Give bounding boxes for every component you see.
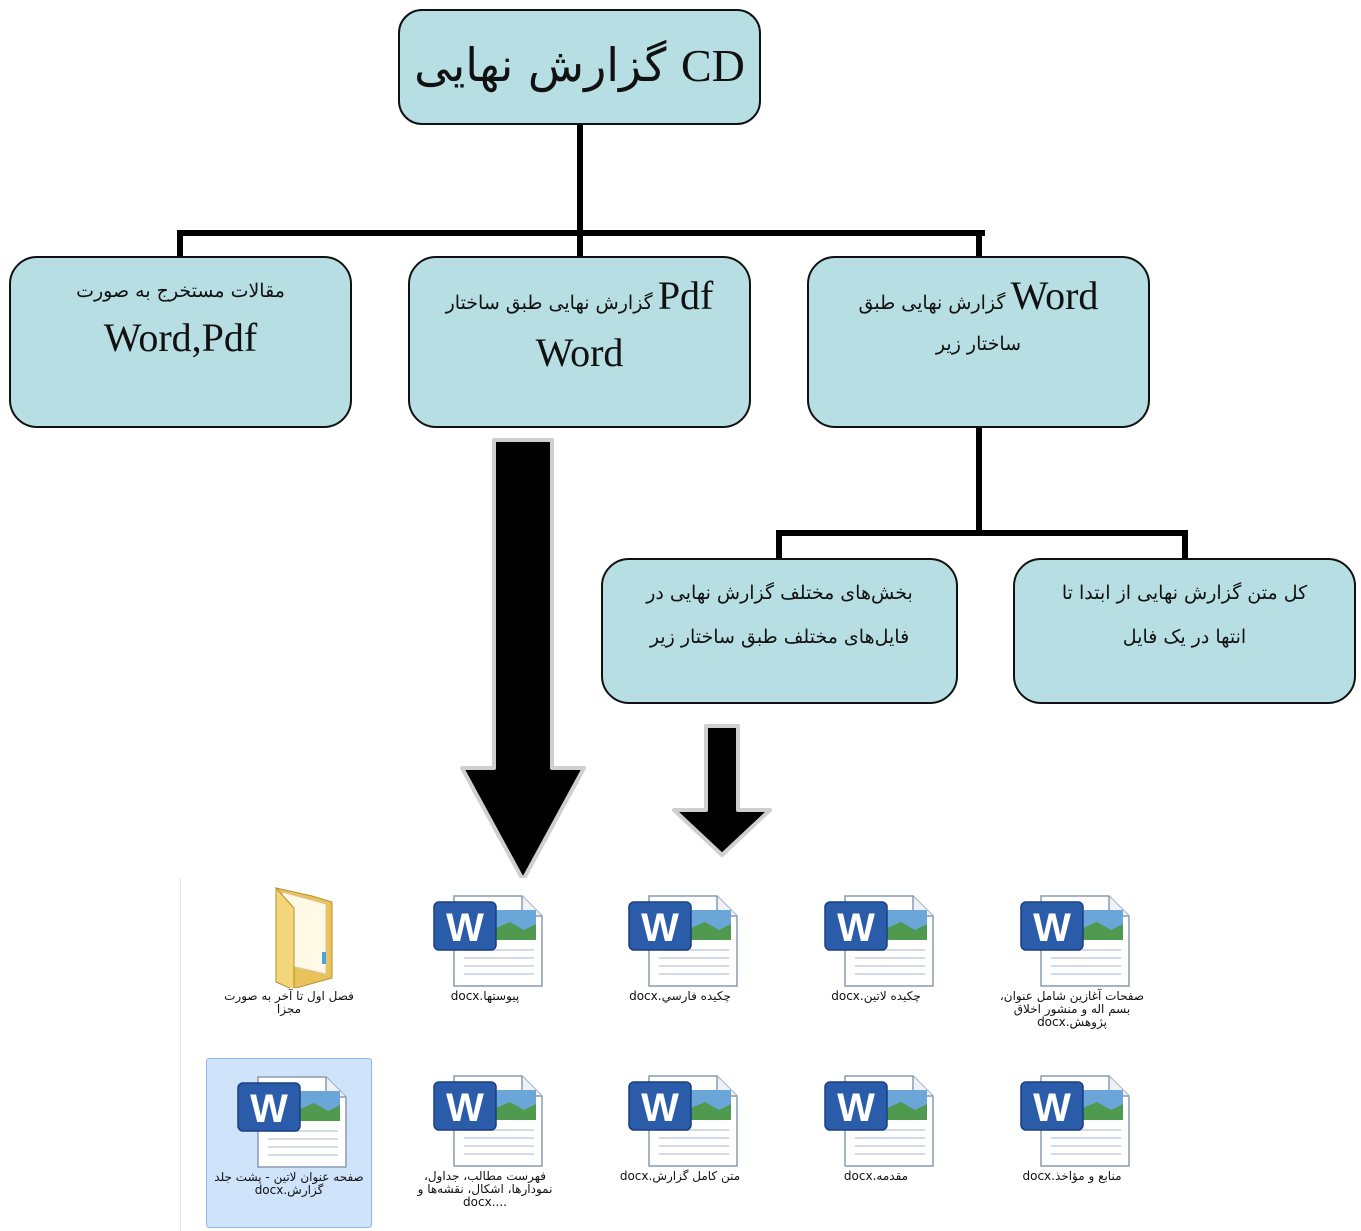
file-item[interactable]: W پیوستها.docx — [402, 878, 568, 1048]
word-doc-icon: W — [237, 1076, 347, 1168]
file-item[interactable]: W صفحات آغازین شامل عنوان، بسم اله و منش… — [989, 878, 1155, 1048]
word-doc-icon: W — [824, 895, 934, 987]
folder-icon — [275, 886, 333, 988]
word-doc-icon: W — [1020, 1075, 1130, 1167]
folder-item[interactable]: فصل اول تا آخر به صورت مجزا — [206, 878, 372, 1048]
whole-box: کل متن گزارش نهایی از ابتدا تا انتها در … — [1013, 558, 1356, 704]
word-doc-icon: W — [1020, 895, 1130, 987]
file-item[interactable]: W منابع و مؤاخذ.docx — [989, 1058, 1155, 1228]
file-name: مقدمه.docx — [843, 1169, 909, 1183]
whole-line1: کل متن گزارش نهایی از ابتدا تا — [1061, 582, 1308, 604]
word-doc-icon: W — [628, 1075, 738, 1167]
pdf-prefix: Pdf — [657, 273, 714, 318]
svg-text:W: W — [837, 906, 875, 950]
file-item[interactable]: W فهرست مطالب، جداول، نمودارها، اشکال، ن… — [402, 1058, 568, 1228]
parts-line1: بخش‌های مختلف گزارش نهایی در — [646, 582, 913, 604]
svg-text:W: W — [837, 1086, 875, 1130]
svg-text:W: W — [1033, 906, 1071, 950]
file-item[interactable]: W متن کامل گزارش.docx — [597, 1058, 763, 1228]
pdf-box: Pdf گزارش نهایی طبق ساختار Word — [408, 256, 751, 428]
root-title-fa: گزارش نهایی — [414, 38, 667, 92]
word-doc-icon: W — [433, 895, 543, 987]
word-stem — [976, 425, 982, 535]
word-doc-icon: W — [824, 1075, 934, 1167]
root-stem — [577, 122, 583, 235]
file-name: پیوستها.docx — [450, 989, 520, 1003]
svg-text:W: W — [1033, 1086, 1071, 1130]
word-line1: گزارش نهایی طبق — [858, 292, 1006, 314]
svg-text:W: W — [641, 906, 679, 950]
pdf-line2: Word — [535, 330, 624, 375]
root-box: CD گزارش نهایی — [398, 9, 761, 125]
file-item-selected[interactable]: W صفحه عنوان لاتین - پشت جلد گزارش.docx — [206, 1058, 372, 1228]
parts-box: بخش‌های مختلف گزارش نهایی در فایل‌های مخ… — [601, 558, 958, 704]
file-item[interactable]: W چکیده لاتین.docx — [793, 878, 959, 1048]
file-name: صفحه عنوان لاتین - پشت جلد گزارش.docx — [214, 1170, 364, 1197]
word-doc-icon: W — [433, 1075, 543, 1167]
word-box: Word گزارش نهایی طبق ساختار زیر — [807, 256, 1150, 428]
file-explorer-view: فصل اول تا آخر به صورت مجزا W پیوستها.do… — [180, 878, 1159, 1231]
word-doc-icon: W — [628, 895, 738, 987]
file-name: چکیده لاتین.docx — [831, 989, 921, 1003]
articles-line1: مقالات مستخرج به صورت — [76, 280, 285, 302]
file-item[interactable]: W مقدمه.docx — [793, 1058, 959, 1228]
file-name: منابع و مؤاخذ.docx — [1022, 1169, 1122, 1183]
branch-drop-word — [976, 230, 982, 258]
articles-box: مقالات مستخرج به صورت Word,Pdf — [9, 256, 352, 428]
file-name: فصل اول تا آخر به صورت مجزا — [224, 989, 354, 1016]
file-name: چکیده فارسي.docx — [629, 989, 731, 1003]
sub-drop-whole — [1182, 530, 1188, 560]
parts-line2: فایل‌های مختلف طبق ساختار زیر — [649, 626, 910, 648]
branch-drop-articles — [177, 230, 183, 258]
whole-line2: انتها در یک فایل — [1122, 626, 1247, 648]
file-item[interactable]: W چکیده فارسي.docx — [597, 878, 763, 1048]
word-line2: ساختار زیر — [935, 333, 1022, 355]
file-name: متن کامل گزارش.docx — [619, 1169, 741, 1183]
root-title-en: CD — [680, 40, 745, 91]
file-name: صفحات آغازین شامل عنوان، بسم اله و منشور… — [999, 989, 1145, 1029]
svg-text:W: W — [641, 1086, 679, 1130]
branch-drop-pdf — [577, 230, 583, 258]
word-prefix: Word — [1010, 273, 1099, 318]
svg-text:W: W — [250, 1087, 288, 1131]
sub-drop-parts — [776, 530, 782, 560]
svg-text:W: W — [446, 1086, 484, 1130]
articles-line2: Word,Pdf — [103, 315, 258, 360]
pdf-line1: گزارش نهایی طبق ساختار — [445, 292, 653, 314]
file-name: فهرست مطالب، جداول، نمودارها، اشکال، نقش… — [417, 1169, 553, 1209]
svg-text:W: W — [446, 906, 484, 950]
sub-bar — [776, 530, 1188, 536]
